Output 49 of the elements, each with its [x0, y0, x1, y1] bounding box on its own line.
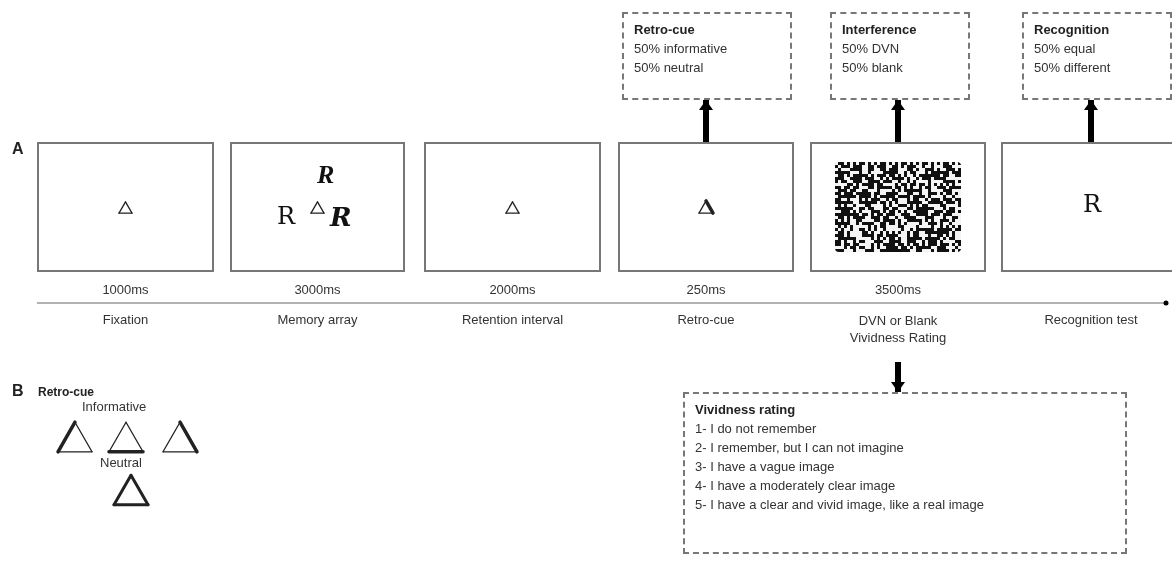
condition-label: Informative: [82, 399, 147, 414]
letter-stimulus: R: [330, 204, 352, 230]
panel-heading: Retro-cue: [38, 385, 94, 399]
box-line: 50% equal: [1034, 40, 1097, 58]
info-box: [683, 392, 1127, 554]
arrow: [891, 100, 905, 142]
phase-label: Recognition test: [1043, 312, 1139, 327]
duration-label: 3500ms: [873, 282, 923, 297]
panel-letter: A: [12, 140, 24, 158]
box-line: 1- I do not remember: [695, 420, 818, 438]
duration-label: 250ms: [685, 282, 727, 297]
info-box: [622, 12, 792, 100]
letter-stimulus: R: [277, 204, 296, 228]
phase-label: DVN or Blank Vividness Rating: [848, 312, 948, 346]
arrow: [891, 362, 905, 392]
duration-label: 1000ms: [101, 282, 150, 297]
phase-label: Fixation: [101, 312, 150, 327]
box-line: 3- I have a vague image: [695, 458, 836, 476]
box-line: 5- I have a clear and vivid image, like a real image: [695, 496, 986, 514]
info-box: [830, 12, 970, 100]
screen-frame: [618, 142, 794, 272]
box-line: 50% neutral: [634, 59, 705, 77]
box-heading: Interference: [842, 21, 918, 39]
duration-label: 2000ms: [488, 282, 537, 297]
screen-frame: [230, 142, 405, 272]
box-line: 50% informative: [634, 40, 729, 58]
arrow: [1084, 100, 1098, 142]
arrow: [699, 100, 713, 142]
phase-label: Retention interval: [460, 312, 565, 327]
box-line: 50% different: [1034, 59, 1112, 77]
letter-stimulus: R: [317, 162, 335, 188]
info-box: [1022, 12, 1172, 100]
box-heading: Retro-cue: [634, 21, 696, 39]
box-heading: Vividness rating: [695, 401, 797, 419]
phase-label: Memory array: [276, 312, 359, 327]
screen-frame: [37, 142, 214, 272]
condition-label: Neutral: [100, 455, 142, 470]
box-line: 50% DVN: [842, 40, 901, 58]
screen-frame: [810, 142, 986, 272]
box-line: 4- I have a moderately clear image: [695, 477, 897, 495]
screen-frame: [1001, 142, 1172, 272]
box-heading: Recognition: [1034, 21, 1111, 39]
phase-label: Retro-cue: [676, 312, 736, 327]
box-line: 2- I remember, but I can not imagine: [695, 439, 905, 457]
duration-label: 3000ms: [293, 282, 342, 297]
screen-frame: [424, 142, 601, 272]
panel-letter: B: [12, 382, 24, 400]
letter-stimulus: R: [1083, 192, 1102, 216]
box-line: 50% blank: [842, 59, 904, 77]
